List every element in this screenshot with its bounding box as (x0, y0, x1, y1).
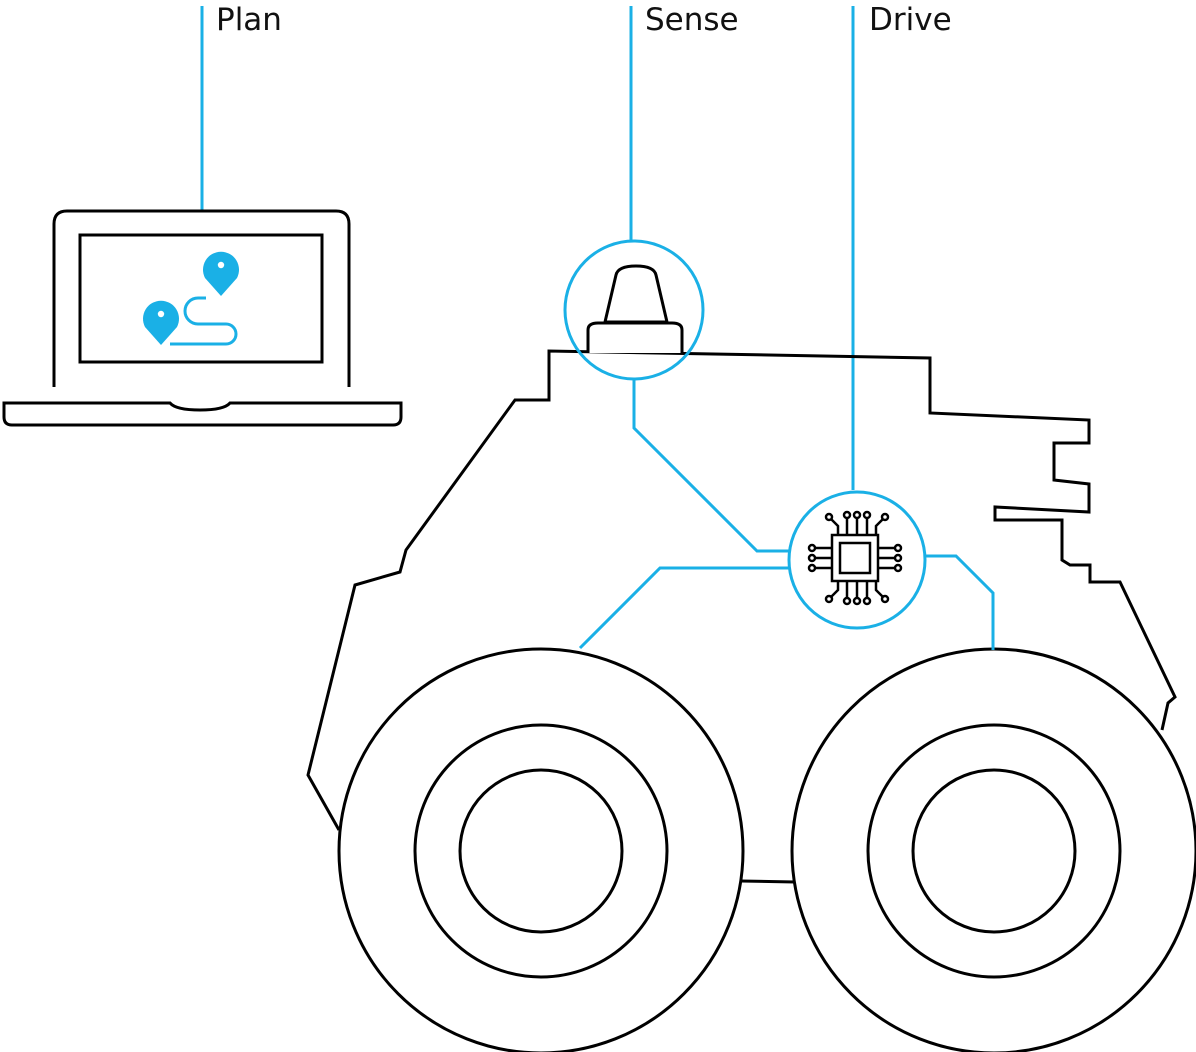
controller-highlight-circle (787, 490, 927, 630)
front-wheel-icon (337, 647, 745, 1052)
label-drive: Drive (869, 2, 952, 38)
map-pin-dot (217, 261, 225, 269)
route-path (170, 296, 238, 346)
rear-wheel-icon (790, 647, 1196, 1052)
route-map-icon (143, 251, 239, 346)
map-pin-dot (157, 310, 165, 318)
controller-to-rear-wheel-link (925, 554, 995, 650)
lidar-sensor-icon (586, 264, 684, 353)
robot-body-outline (306, 349, 1177, 831)
map-pin-icon (143, 300, 179, 345)
controller-to-front-wheel-link (578, 566, 790, 650)
microchip-icon (807, 510, 903, 606)
robot-axle-line (740, 879, 796, 884)
laptop-icon (2, 209, 403, 427)
label-plan: Plan (216, 2, 282, 38)
map-pin-icon (203, 251, 239, 296)
sensor-to-controller-link (632, 379, 790, 553)
label-sense: Sense (645, 2, 739, 38)
